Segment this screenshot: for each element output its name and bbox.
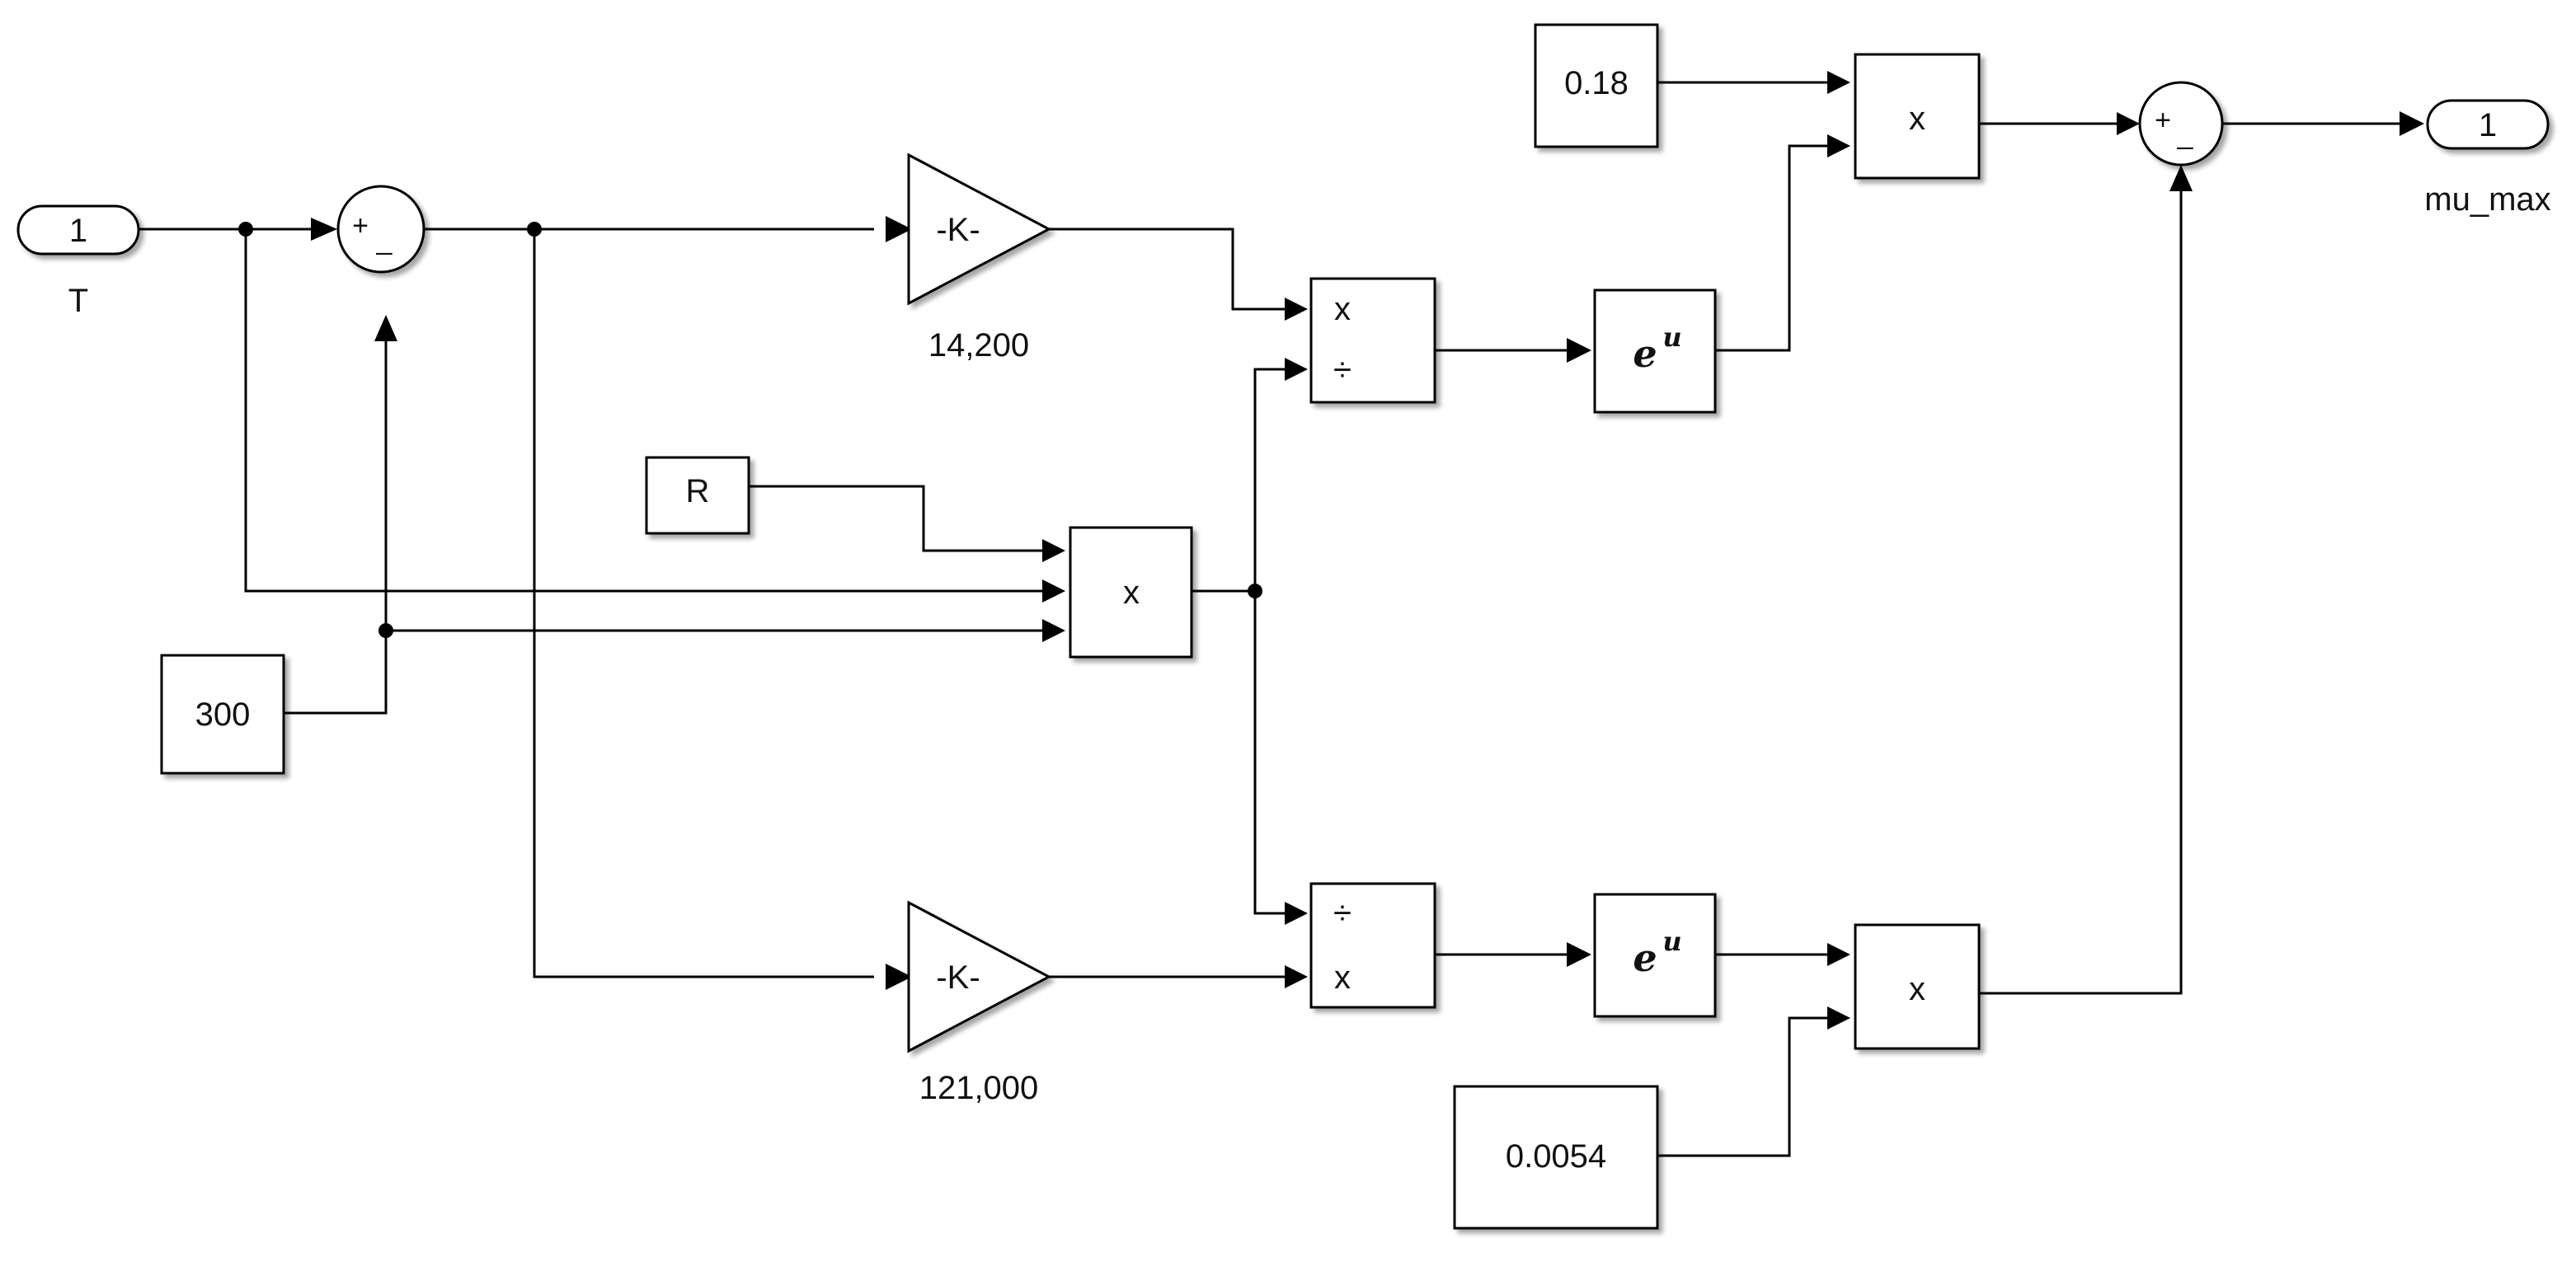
constant-300-value: 300 <box>195 697 251 733</box>
divide2-divide-sign: ÷ <box>1333 895 1351 931</box>
inport-number: 1 <box>69 213 87 249</box>
wire-rt-to-div1[interactable] <box>1253 368 1296 591</box>
exp-block-2[interactable]: e u <box>1593 893 1717 1018</box>
outport-number: 1 <box>2479 107 2497 143</box>
exp-block-1[interactable]: e u <box>1593 289 1717 414</box>
wire-rt-to-div2[interactable] <box>1253 591 1296 915</box>
gain1-label: 14,200 <box>928 327 1029 364</box>
divide-block-1[interactable]: x ÷ <box>1309 277 1436 404</box>
wire-r-to-product-rt[interactable] <box>749 485 1054 552</box>
wire-product2-to-sum2[interactable] <box>1979 177 2183 995</box>
divide2-multiply-sign: x <box>1334 959 1351 996</box>
gain-block-2[interactable]: -K- 121,000 <box>907 900 1052 1106</box>
constant-0-0054-value: 0.0054 <box>1506 1138 1606 1175</box>
sum-block-2[interactable]: + _ <box>2138 81 2224 167</box>
gain-block-1[interactable]: -K- 14,200 <box>907 152 1052 364</box>
gain2-label: 121,000 <box>919 1070 1039 1106</box>
wire-sum1-to-gain2[interactable] <box>533 229 874 978</box>
junction-rt <box>1248 584 1262 598</box>
sum1-minus-sign: _ <box>376 224 393 256</box>
divide1-divide-sign: ÷ <box>1333 352 1351 388</box>
inport-name: T <box>68 283 88 319</box>
product-top-sign: x <box>1909 101 1925 137</box>
divide1-multiply-sign: x <box>1334 291 1351 327</box>
exp1-base: e <box>1633 331 1657 376</box>
product-block-rt[interactable]: x <box>1069 526 1193 659</box>
wire-t-to-product-rt[interactable] <box>244 229 1054 593</box>
sum1-plus-sign: + <box>352 210 369 242</box>
junction-t <box>238 222 253 237</box>
product-block-bottom[interactable]: x <box>1854 923 1981 1050</box>
inport-t[interactable]: 1 T <box>16 204 140 319</box>
constant-0-18-value: 0.18 <box>1564 65 1629 101</box>
sum2-plus-sign: + <box>2155 105 2171 136</box>
outport-name: mu_max <box>2424 181 2550 218</box>
junction-300 <box>378 623 393 638</box>
gain2-symbol: -K- <box>936 959 980 996</box>
wire-gain1-to-div1[interactable] <box>1049 228 1296 311</box>
junction-sum1 <box>527 222 542 237</box>
product-block-top[interactable]: x <box>1854 53 1981 180</box>
divide-block-2[interactable]: ÷ x <box>1309 882 1436 1009</box>
exp2-base: e <box>1633 936 1657 980</box>
junctions <box>238 222 1262 638</box>
constant-r[interactable]: R <box>645 456 750 535</box>
constant-0-0054[interactable]: 0.0054 <box>1453 1085 1659 1230</box>
exp2-exponent: u <box>1662 926 1681 957</box>
wire-300-to-sum1[interactable] <box>284 326 388 715</box>
constant-0-18[interactable]: 0.18 <box>1534 23 1659 148</box>
outport-mu-max[interactable]: 1 mu_max <box>2424 99 2551 218</box>
constant-r-value: R <box>686 473 710 509</box>
constant-300[interactable]: 300 <box>160 654 285 775</box>
wire-exp1-to-product1[interactable] <box>1715 144 1835 352</box>
product-bottom-sign: x <box>1909 971 1925 1007</box>
signal-lines <box>139 81 2404 1157</box>
product-rt-sign: x <box>1123 575 1140 611</box>
exp1-exponent: u <box>1662 321 1681 353</box>
sum2-minus-sign: _ <box>2177 119 2194 150</box>
sum-block-1[interactable]: + _ <box>336 185 425 274</box>
wire-0054-to-product2[interactable] <box>1657 1016 1835 1157</box>
arrowheads <box>311 71 2424 1030</box>
gain1-symbol: -K- <box>936 212 980 248</box>
